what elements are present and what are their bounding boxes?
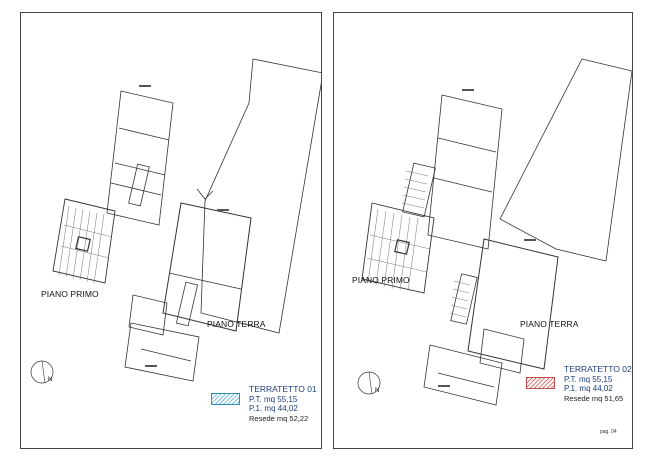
ground-floor-outline bbox=[200, 58, 321, 334]
dimension-mark bbox=[524, 239, 536, 241]
dimension-mark bbox=[438, 385, 450, 387]
ground-floor-outline bbox=[499, 58, 632, 262]
ground-floor-wall bbox=[140, 348, 192, 362]
ground-floor-small-room bbox=[479, 328, 525, 374]
ground-floor-main-room bbox=[467, 238, 559, 370]
north-label: N bbox=[375, 388, 380, 394]
dimension-mark bbox=[145, 365, 157, 367]
legend-p1-area: P.1. mq 44,02 bbox=[249, 404, 298, 413]
legend-resede-area: Resede mq 52,22 bbox=[249, 413, 309, 423]
legend-p1-area: P.1. mq 44,02 bbox=[564, 384, 613, 393]
terrace-tiles bbox=[361, 202, 435, 294]
dimension-mark bbox=[139, 85, 151, 87]
floor-label-piano-primo: PIANO PRIMO bbox=[41, 289, 99, 299]
floor-label-piano-primo: PIANO PRIMO bbox=[352, 275, 410, 285]
upper-floor-stair bbox=[128, 163, 150, 207]
legend-title: TERRATETTO 01 bbox=[249, 384, 317, 394]
floor-plan-drawing-right bbox=[357, 58, 632, 406]
upper-floor-wall bbox=[110, 182, 162, 196]
legend-terratetto-02: TERRATETTO 02 P.T. mq 55,15 P.1. mq 44,0… bbox=[564, 364, 632, 403]
entrance-marker bbox=[196, 188, 214, 200]
ground-floor-wall bbox=[168, 272, 242, 290]
dimension-mark bbox=[217, 209, 229, 211]
ground-floor-stair bbox=[450, 273, 478, 325]
north-label: N bbox=[48, 377, 53, 383]
upper-floor-stair bbox=[402, 162, 436, 218]
upper-floor-wall bbox=[433, 177, 493, 193]
upper-floor-wall bbox=[118, 127, 170, 141]
floor-label-piano-terra: PIANO TERRA bbox=[520, 319, 579, 329]
upper-floor-outline bbox=[427, 94, 503, 250]
floor-label-piano-terra: PIANO TERRA bbox=[207, 319, 266, 329]
legend-pt-area: P.T. mq 55,15 bbox=[564, 374, 613, 384]
floor-plan-drawing-left bbox=[30, 58, 321, 384]
dimension-mark bbox=[462, 89, 474, 91]
ground-floor-main-room bbox=[162, 202, 252, 332]
ground-floor-small-room bbox=[128, 294, 168, 336]
terrace-skylight bbox=[75, 236, 91, 252]
legend-pt-area: P.T. mq 55,15 bbox=[249, 394, 298, 404]
north-arrow-line bbox=[41, 360, 46, 384]
ground-floor-wall bbox=[437, 372, 495, 388]
page-number: pag. 04 bbox=[600, 429, 617, 435]
terrace-tiles bbox=[52, 198, 116, 284]
legend-resede-area: Resede mq 51,65 bbox=[564, 393, 624, 403]
legend-swatch-red bbox=[526, 377, 555, 389]
north-arrow-line bbox=[368, 371, 373, 395]
ground-floor-annex bbox=[423, 344, 503, 406]
panel-terratetto-01: PIANO PRIMO PIANO TERRA N TERRATETTO 01 … bbox=[20, 12, 322, 449]
legend-terratetto-01: TERRATETTO 01 P.T. mq 55,15 P.1. mq 44,0… bbox=[249, 384, 317, 423]
upper-floor-wall bbox=[114, 162, 166, 176]
legend-title: TERRATETTO 02 bbox=[564, 364, 632, 374]
ground-floor-stair bbox=[175, 281, 199, 327]
panel-terratetto-02: PIANO PRIMO PIANO TERRA N TERRATETTO 02 … bbox=[333, 12, 633, 449]
upper-floor-outline bbox=[106, 90, 174, 226]
terrace-skylight bbox=[394, 239, 410, 255]
upper-floor-wall bbox=[437, 137, 497, 153]
ground-floor-annex bbox=[124, 322, 200, 382]
legend-swatch-blue bbox=[211, 393, 240, 405]
